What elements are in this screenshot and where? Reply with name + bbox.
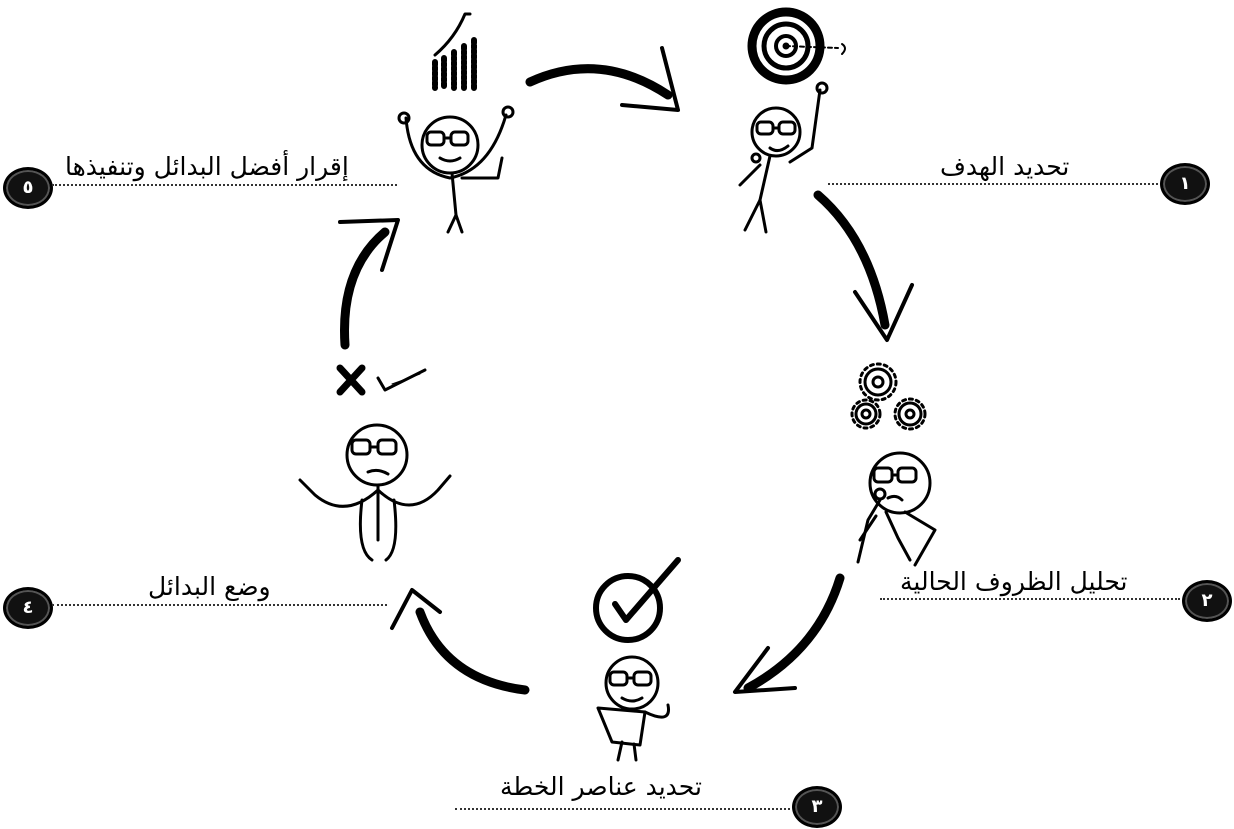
leader-line-step-4	[52, 604, 387, 606]
leader-line-step-5	[52, 184, 397, 186]
cross-icon	[336, 364, 366, 396]
figure-clipboard-icon	[596, 655, 671, 762]
leader-line-step-3	[455, 808, 790, 810]
leader-line-step-2	[880, 598, 1180, 600]
figure-celebrating-icon	[397, 105, 515, 234]
cycle-arrow-1-to-2	[813, 190, 914, 342]
step-badge-1: ١	[1160, 163, 1210, 205]
leader-line-step-1	[828, 183, 1158, 185]
cycle-arrow-5-to-1	[525, 46, 680, 112]
step-badge-5: ٥	[3, 167, 53, 209]
cycle-arrow-4-to-5	[338, 218, 400, 350]
growth-chart-icon	[432, 12, 477, 91]
gears-icon	[850, 362, 927, 431]
step-label-1: تحديد الهدف	[940, 152, 1070, 181]
check-circle-icon	[593, 557, 681, 643]
figure-thinking-icon	[856, 451, 937, 567]
step-badge-2: ٢	[1182, 580, 1232, 622]
step-label-2: تحليل الظروف الحالية	[900, 567, 1128, 596]
figure-pointing-icon	[738, 81, 829, 234]
figure-shrugging-icon	[298, 423, 452, 562]
step-label-3: تحديد عناصر الخطة	[500, 772, 702, 801]
cycle-arrow-3-to-4	[390, 588, 530, 695]
step-badge-3: ٣	[792, 786, 842, 828]
step-label-5: إقرار أفضل البدائل وتنفيذها	[65, 152, 349, 181]
cycle-arrow-2-to-3	[733, 573, 845, 694]
target-icon	[747, 7, 846, 85]
step-badge-4: ٤	[3, 587, 53, 629]
check-mark-icon	[376, 368, 427, 392]
step-label-4: وضع البدائل	[148, 572, 271, 601]
